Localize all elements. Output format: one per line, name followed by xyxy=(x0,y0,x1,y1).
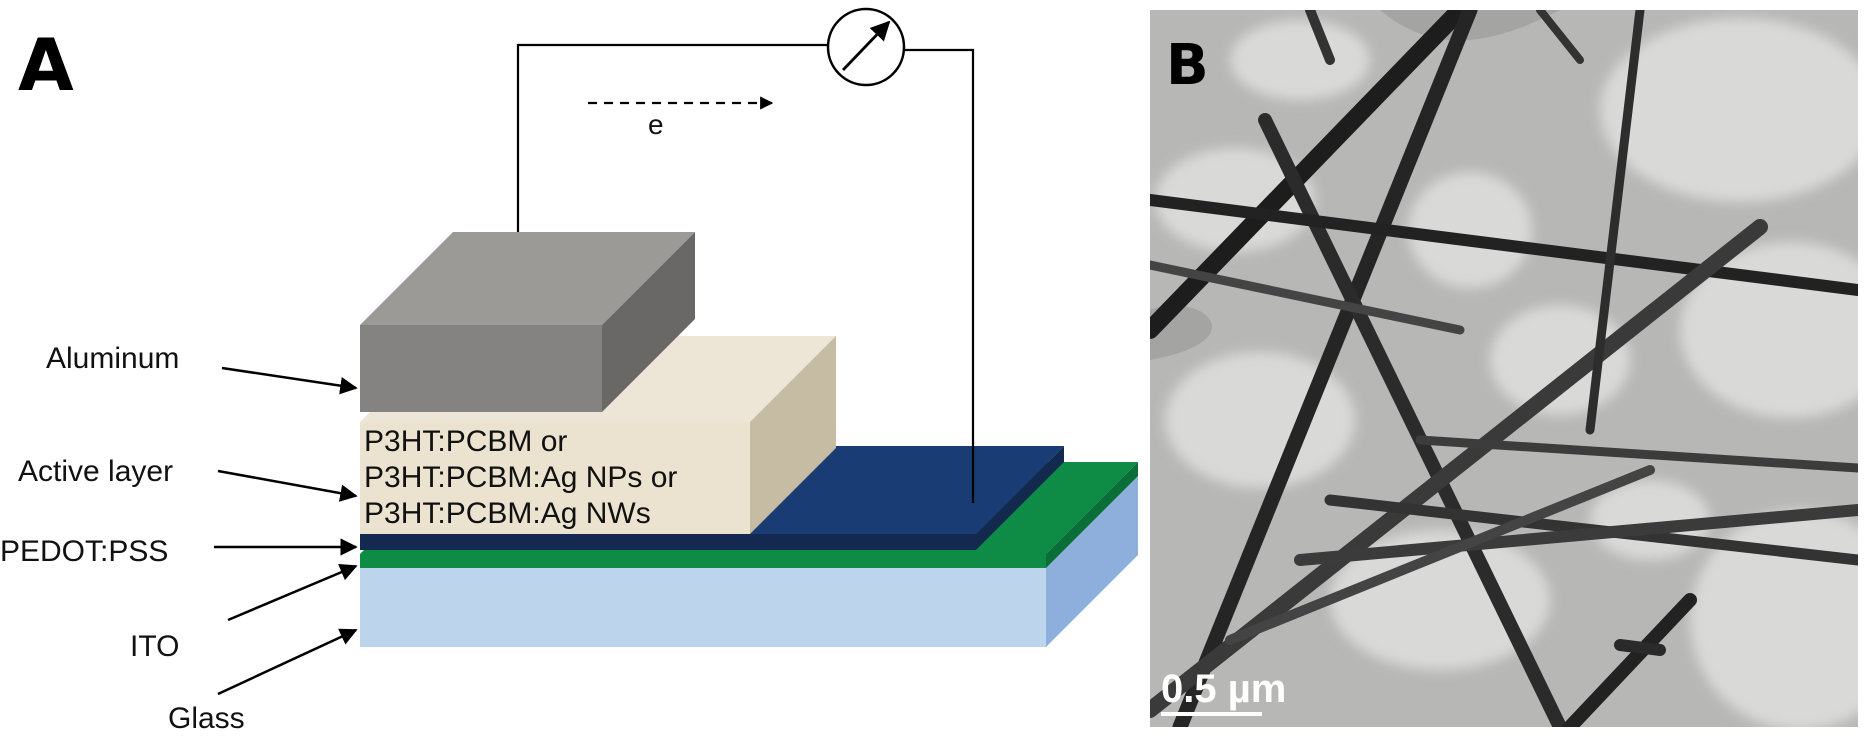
electron-label: e xyxy=(648,109,664,140)
ito-front xyxy=(360,554,1046,568)
tem-image xyxy=(1150,10,1858,727)
panel-b-letter: B xyxy=(1166,33,1209,98)
callout-active-layer: Active layer xyxy=(18,455,173,488)
callout-arrows xyxy=(214,366,358,696)
aluminum-block xyxy=(360,232,695,412)
active-layer-line-1: P3HT:PCBM or xyxy=(364,425,567,458)
arrow-ito xyxy=(227,564,358,622)
glass-front xyxy=(360,568,1046,647)
pedot-front xyxy=(360,534,976,550)
scale-bar-label: 0.5 µm xyxy=(1161,667,1286,711)
pedot-side xyxy=(976,446,1064,550)
active-layer-line-2: P3HT:PCBM:Ag NPs or xyxy=(364,461,677,494)
ammeter-icon xyxy=(826,7,906,87)
arrow-aluminum xyxy=(221,366,358,395)
carbon-holes xyxy=(1155,18,1858,727)
aluminum-front xyxy=(360,325,602,412)
glass-side xyxy=(1046,476,1138,647)
scale-bar: 0.5 µm xyxy=(1161,667,1286,716)
aluminum-top xyxy=(360,232,695,325)
circuit: e xyxy=(516,7,975,503)
callout-aluminum: Aluminum xyxy=(46,342,179,375)
active-layer-line-3: P3HT:PCBM:Ag NWs xyxy=(364,497,651,530)
callout-glass: Glass xyxy=(168,702,245,735)
circuit-wire-left xyxy=(516,43,828,232)
aluminum-side xyxy=(602,232,695,412)
ito-side xyxy=(1046,462,1138,568)
active-layer-text: P3HT:PCBM or P3HT:PCBM:Ag NPs or P3HT:PC… xyxy=(364,425,677,530)
panel-a: A xyxy=(0,7,1138,735)
callouts: Aluminum Active layer PEDOT:PSS ITO Glas… xyxy=(0,342,245,735)
circuit-wire-right xyxy=(904,48,975,503)
active-front xyxy=(360,422,750,534)
active-side xyxy=(750,336,836,534)
nanowires xyxy=(1150,10,1858,727)
panel-a-letter: A xyxy=(18,23,74,107)
arrow-active-layer xyxy=(217,469,358,502)
arrow-glass xyxy=(217,628,358,696)
callout-pedot: PEDOT:PSS xyxy=(0,535,168,568)
panel-b: B 0.5 µm xyxy=(1150,10,1858,727)
callout-ito: ITO xyxy=(130,630,179,663)
